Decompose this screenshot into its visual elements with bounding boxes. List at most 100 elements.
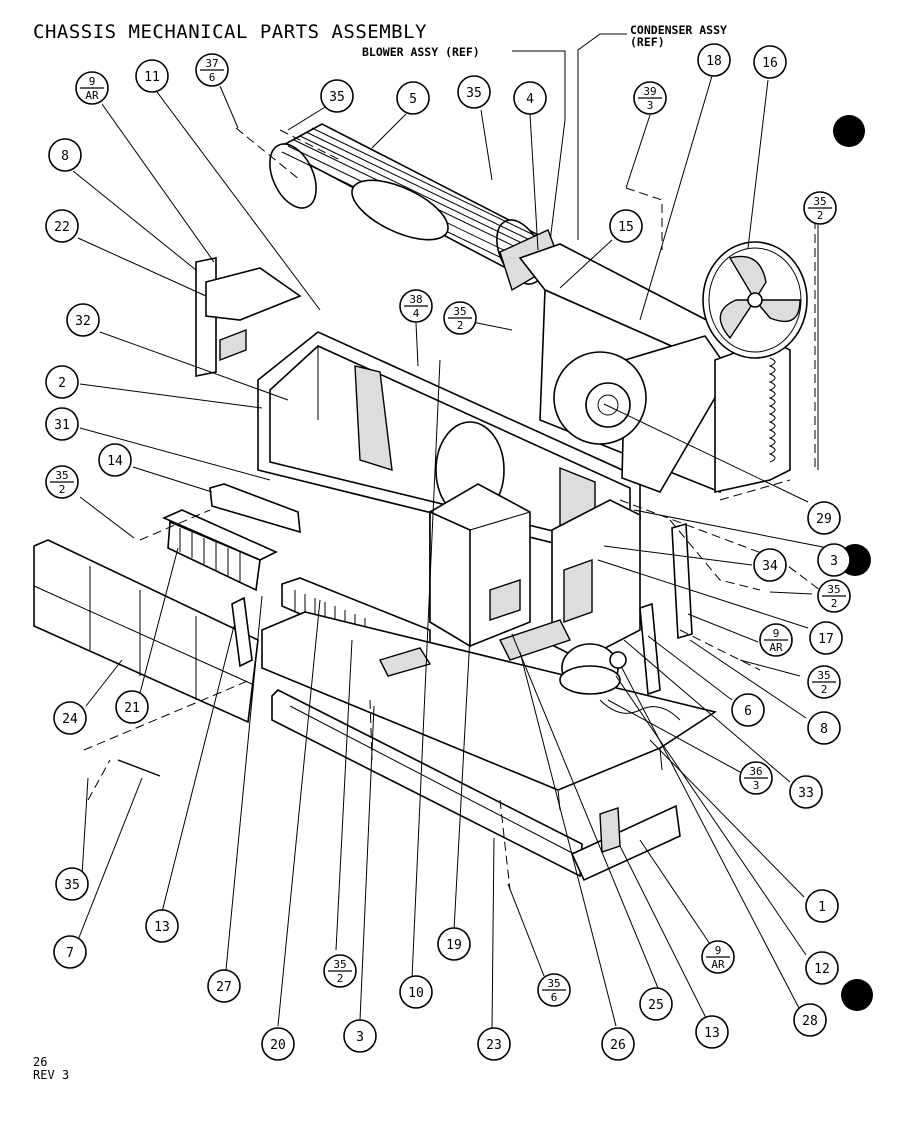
callout-number: 9 [715, 944, 722, 957]
leader-lines [72, 75, 829, 1029]
callout-number: 27 [216, 980, 232, 995]
callout-circle [753, 548, 787, 582]
callout-35-bottom: 35 [55, 867, 89, 901]
callout-38-4: 384 [399, 289, 433, 323]
callout-number: 18 [706, 54, 722, 69]
callout-circle [66, 303, 100, 337]
callout-circle [45, 209, 79, 243]
callout-number: 37 [205, 57, 218, 70]
callout-number: 5 [409, 92, 417, 107]
registration-dot-bottom [841, 979, 873, 1011]
callout-subnumber: 2 [337, 972, 344, 985]
callout-circle [695, 1015, 729, 1049]
callout-number: 20 [270, 1038, 286, 1053]
callout-number: 35 [827, 583, 840, 596]
callout-35-2-r2: 352 [817, 579, 851, 613]
condenser-coil [714, 339, 791, 493]
callout-circle [697, 43, 731, 77]
callout-35-6-bottom: 356 [537, 973, 571, 1007]
callout-circle [396, 81, 430, 115]
partition-panel [257, 331, 641, 553]
callout-circle [601, 1027, 635, 1061]
callout-18: 18 [697, 43, 731, 77]
callout-circle [789, 775, 823, 809]
callout-circle [145, 909, 179, 943]
callout-circle [45, 365, 79, 399]
callout-26: 26 [601, 1027, 635, 1061]
revision-label: REV 3 [33, 1068, 69, 1082]
callout-17: 17 [809, 621, 843, 655]
callout-circle [457, 75, 491, 109]
callout-35-b: 35 [457, 75, 491, 109]
callout-number: 31 [54, 418, 70, 433]
callout-number: 38 [409, 293, 422, 306]
callout-circle [53, 701, 87, 735]
callout-7: 7 [53, 935, 87, 969]
callout-circle [135, 59, 169, 93]
callout-subnumber: 3 [647, 99, 654, 112]
callout-number: 35 [547, 977, 560, 990]
callout-39-3: 393 [633, 81, 667, 115]
callout-subnumber: AR [769, 641, 783, 654]
callout-8-top: 8 [48, 138, 82, 172]
right-small-bracket [639, 602, 661, 696]
callout-13-bottom: 13 [695, 1015, 729, 1049]
callout-37-6: 376 [195, 53, 229, 87]
callout-14: 14 [98, 443, 132, 477]
left-bracket [195, 257, 302, 377]
callout-34: 34 [753, 548, 787, 582]
callout-number: 10 [408, 986, 424, 1001]
callout-number: 23 [486, 1038, 502, 1053]
control-box [429, 483, 531, 648]
callout-circle [343, 1019, 377, 1053]
callout-number: 35 [453, 305, 466, 318]
callout-circle [793, 1003, 827, 1037]
callout-subnumber: 2 [831, 597, 838, 610]
callout-9ar-bottom: 9AR [701, 940, 735, 974]
callout-circle [807, 501, 841, 535]
callout-circle [320, 79, 354, 113]
callout-number: 2 [58, 376, 66, 391]
callout-31: 31 [45, 407, 79, 441]
callout-30: 3 [817, 543, 851, 577]
callout-number: 8 [61, 149, 69, 164]
callout-number: 16 [762, 56, 778, 71]
top-trim-panel [209, 483, 301, 534]
callout-6: 6 [731, 693, 765, 727]
callout-2: 2 [45, 365, 79, 399]
callout-circle [45, 407, 79, 441]
rod-part [117, 759, 161, 777]
callout-11: 11 [135, 59, 169, 93]
callout-circle [807, 711, 841, 745]
callout-28: 28 [793, 1003, 827, 1037]
callout-subnumber: 6 [209, 71, 216, 84]
callout-number: 6 [744, 704, 752, 719]
callout-8-bottom: 8 [807, 711, 841, 745]
callout-circle [805, 951, 839, 985]
callout-number: 35 [817, 669, 830, 682]
callout-number: 35 [466, 86, 482, 101]
callout-15: 15 [609, 209, 643, 243]
callout-21: 21 [115, 690, 149, 724]
callout-circle [609, 209, 643, 243]
callout-3: 3 [343, 1019, 377, 1053]
callout-25: 25 [639, 987, 673, 1021]
condenser-assy-ref-label-2: (REF) [630, 35, 665, 49]
callout-1: 1 [805, 889, 839, 923]
callout-circle [477, 1027, 511, 1061]
callout-4: 4 [513, 81, 547, 115]
callout-number: 28 [802, 1014, 818, 1029]
callout-number: 11 [144, 70, 160, 85]
callout-circle [115, 690, 149, 724]
callout-number: 3 [830, 554, 838, 569]
base-pan [261, 611, 717, 811]
callout-12: 12 [805, 951, 839, 985]
callout-number: 4 [526, 92, 534, 107]
page-number: 26 [33, 1055, 47, 1069]
callout-35-2-left: 352 [45, 465, 79, 499]
callout-number: 35 [329, 90, 345, 105]
callout-number: 12 [814, 962, 830, 977]
callout-number: 26 [610, 1038, 626, 1053]
callout-circle [809, 621, 843, 655]
